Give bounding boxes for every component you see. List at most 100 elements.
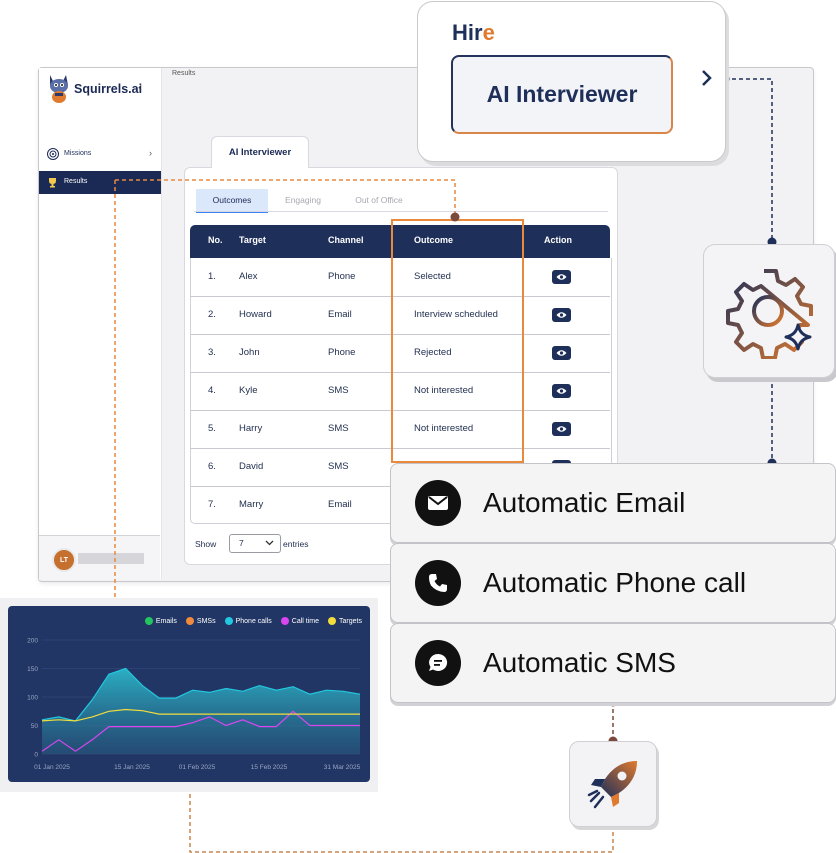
row-channel: SMS bbox=[328, 461, 349, 472]
row-target: Marry bbox=[239, 499, 264, 510]
trophy-icon bbox=[49, 178, 56, 188]
row-number: 4. bbox=[208, 385, 216, 396]
series-line-targets bbox=[41, 708, 360, 722]
view-eye-icon[interactable] bbox=[552, 384, 571, 398]
row-target: John bbox=[239, 347, 260, 358]
y-tick-label: 150 bbox=[27, 666, 38, 673]
legend-item[interactable]: SMSs bbox=[185, 617, 216, 625]
legend-item[interactable]: Call time bbox=[280, 617, 319, 625]
legend-label: SMSs bbox=[196, 617, 216, 625]
view-eye-icon[interactable] bbox=[552, 270, 571, 284]
row-channel: SMS bbox=[328, 385, 349, 396]
brand-name: Squirrels.ai bbox=[74, 82, 143, 96]
tab-ai-interviewer[interactable]: AI Interviewer bbox=[211, 136, 309, 168]
subtab-engaging[interactable]: Engaging bbox=[285, 195, 321, 205]
view-eye-icon[interactable] bbox=[552, 308, 571, 322]
column-header-no: No. bbox=[208, 235, 223, 245]
row-outcome: Selected bbox=[414, 271, 451, 282]
legend-swatch bbox=[144, 617, 153, 625]
column-header-target: Target bbox=[239, 235, 266, 245]
automatic-email-label: Automatic Email bbox=[483, 487, 686, 518]
entries-label: entries bbox=[283, 539, 309, 549]
row-channel: Phone bbox=[328, 271, 356, 282]
row-outcome: Not interested bbox=[414, 423, 474, 434]
chart-legend: Emails SMSs Phone calls Call time Targets bbox=[144, 617, 362, 625]
column-header-action: Action bbox=[544, 235, 572, 245]
row-outcome: Rejected bbox=[414, 347, 452, 358]
series-line-phone-calls bbox=[41, 667, 361, 722]
automatic-phone-label: Automatic Phone call bbox=[483, 567, 747, 598]
y-tick-label: 100 bbox=[27, 695, 38, 702]
y-tick-label: 200 bbox=[27, 638, 38, 645]
row-target: Kyle bbox=[239, 385, 258, 396]
row-divider bbox=[190, 448, 610, 449]
sidebar-item-label: Missions bbox=[64, 150, 92, 157]
row-divider bbox=[190, 334, 610, 335]
row-number: 2. bbox=[208, 309, 216, 320]
column-header-outcome: Outcome bbox=[414, 235, 454, 245]
automatic-phone-card[interactable]: Automatic Phone call bbox=[390, 543, 836, 623]
phone-icon bbox=[415, 560, 461, 606]
user-name-placeholder bbox=[78, 553, 144, 564]
entries-select-value: 7 bbox=[239, 538, 244, 548]
x-tick-label: 31 Mar 2025 bbox=[324, 764, 361, 771]
row-number: 5. bbox=[208, 423, 216, 434]
envelope-icon bbox=[415, 480, 461, 526]
row-number: 1. bbox=[208, 271, 216, 282]
legend-swatch bbox=[280, 617, 289, 625]
chevron-down-icon bbox=[265, 540, 274, 546]
target-icon bbox=[47, 148, 59, 160]
legend-item[interactable]: Emails bbox=[144, 617, 177, 625]
legend-swatch bbox=[185, 617, 194, 625]
avatar[interactable]: LT bbox=[52, 548, 76, 572]
row-channel: SMS bbox=[328, 423, 349, 434]
row-outcome: Interview scheduled bbox=[414, 309, 498, 320]
view-eye-icon[interactable] bbox=[552, 422, 571, 436]
ai-interviewer-button[interactable]: AI Interviewer bbox=[451, 55, 673, 134]
row-target: Howard bbox=[239, 309, 272, 320]
row-channel: Phone bbox=[328, 347, 356, 358]
show-label: Show bbox=[195, 539, 217, 549]
subtab-out-of-office[interactable]: Out of Office bbox=[355, 195, 403, 205]
automation-settings-panel bbox=[703, 244, 835, 378]
row-channel: Email bbox=[328, 309, 352, 320]
row-outcome: Not interested bbox=[414, 385, 474, 396]
row-divider bbox=[190, 372, 610, 373]
x-tick-label: 01 Feb 2025 bbox=[179, 764, 216, 771]
sidebar-item-results[interactable]: Results bbox=[39, 171, 161, 194]
view-eye-icon[interactable] bbox=[552, 346, 571, 360]
column-header-channel: Channel bbox=[328, 235, 364, 245]
sidebar-item-missions[interactable]: Missions › bbox=[39, 145, 161, 165]
row-target: Alex bbox=[239, 271, 258, 282]
subtab-outcomes[interactable]: Outcomes bbox=[196, 189, 268, 213]
launch-panel bbox=[569, 741, 657, 827]
row-number: 7. bbox=[208, 499, 216, 510]
automatic-sms-card[interactable]: Automatic SMS bbox=[390, 623, 836, 703]
table-header bbox=[190, 225, 610, 258]
row-target: Harry bbox=[239, 423, 263, 434]
automatic-email-card[interactable]: Automatic Email bbox=[390, 463, 836, 543]
row-target: David bbox=[239, 461, 264, 472]
row-number: 3. bbox=[208, 347, 216, 358]
chevron-right-icon[interactable] bbox=[700, 69, 714, 92]
legend-item[interactable]: Targets bbox=[328, 617, 362, 625]
entries-select[interactable]: 7 bbox=[229, 534, 281, 553]
collapse-sidebar-button[interactable]: ‹ bbox=[138, 80, 142, 94]
legend-label: Emails bbox=[155, 617, 177, 625]
breadcrumb: Results bbox=[172, 70, 196, 77]
y-tick-label: 50 bbox=[31, 723, 39, 730]
sidebar-item-label: Results bbox=[64, 178, 88, 185]
legend-swatch bbox=[224, 617, 233, 625]
series-line-call-time bbox=[41, 710, 360, 752]
squirrel-logo-icon bbox=[46, 71, 72, 103]
sidebar bbox=[39, 68, 162, 579]
x-tick-label: 15 Feb 2025 bbox=[251, 764, 288, 771]
chevron-right-icon: › bbox=[149, 148, 152, 158]
legend-item[interactable]: Phone calls bbox=[224, 617, 272, 625]
subtab-divider bbox=[194, 211, 608, 212]
row-number: 6. bbox=[208, 461, 216, 472]
x-tick-label: 15 Jan 2025 bbox=[114, 764, 150, 771]
row-divider bbox=[190, 296, 610, 297]
